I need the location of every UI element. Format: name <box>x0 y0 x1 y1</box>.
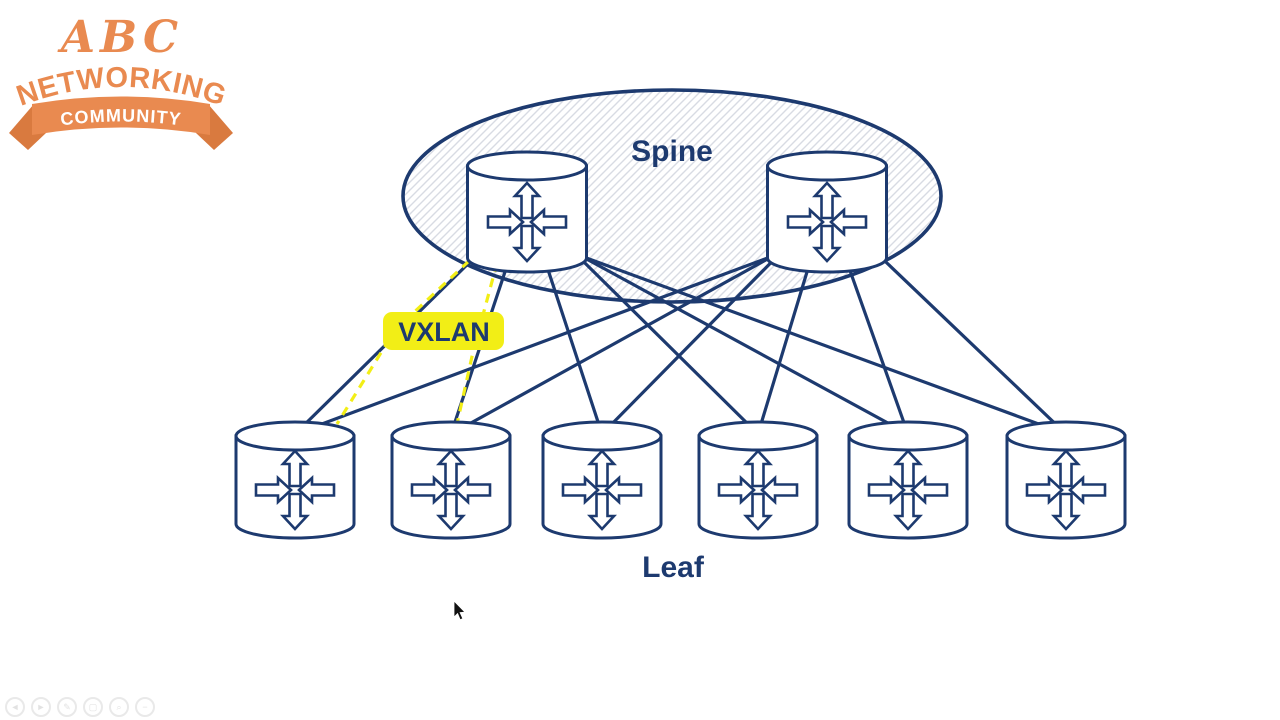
more-icon[interactable]: − <box>135 697 155 717</box>
logo-abc-text: ABC <box>57 12 183 63</box>
link-spine-1-leaf-4 <box>576 254 760 436</box>
vxlan-label: VXLAN <box>398 317 490 347</box>
spine-router-spine-2 <box>766 150 888 274</box>
copy-icon[interactable]: ▢ <box>83 697 103 717</box>
leaf-router-leaf-5 <box>847 420 969 540</box>
link-spine-1-leaf-6 <box>580 254 1067 436</box>
leaf-label: Leaf <box>642 551 705 584</box>
link-spine-2-leaf-3 <box>600 254 779 436</box>
leaf-router-leaf-4 <box>697 420 819 540</box>
leaf-router-leaf-3 <box>541 420 663 540</box>
cylinder-top <box>766 150 888 182</box>
cylinder-top <box>847 420 969 452</box>
cylinder-top <box>234 420 356 452</box>
vxlan-label-background <box>383 312 504 350</box>
zoom-icon[interactable]: ⌕ <box>109 697 129 717</box>
leaf-router-leaf-2 <box>390 420 512 540</box>
cylinder-top <box>466 150 588 182</box>
abc-networking-community-logo: ABC NETWORKING COMMUNITY <box>9 12 233 150</box>
link-spine-1-leaf-3 <box>541 255 604 435</box>
spine-router-spine-1 <box>466 150 588 274</box>
forward-icon[interactable]: ► <box>31 697 51 717</box>
link-spine-2-leaf-5 <box>843 255 910 435</box>
spine-label: Spine <box>631 135 713 168</box>
link-spine-1-leaf-5 <box>580 254 909 436</box>
link-spine-2-leaf-4 <box>756 255 814 435</box>
leaf-router-leaf-6 <box>1005 420 1127 540</box>
cylinder-top <box>390 420 512 452</box>
cylinder-top <box>541 420 663 452</box>
link-spine-2-leaf-1 <box>294 254 774 436</box>
pen-icon[interactable]: ✎ <box>57 697 77 717</box>
svg-text:COMMUNITY: COMMUNITY <box>59 105 182 129</box>
annotation-toolbar: ◄ ► ✎ ▢ ⌕− <box>5 697 155 717</box>
back-icon[interactable]: ◄ <box>5 697 25 717</box>
cylinder-top <box>697 420 819 452</box>
leaf-router-leaf-1 <box>234 420 356 540</box>
ribbon-band-icon <box>32 96 210 135</box>
link-spine-2-leaf-6 <box>878 254 1068 436</box>
logo-community-text: COMMUNITY <box>59 105 181 129</box>
cylinder-top <box>1005 420 1127 452</box>
link-spine-2-leaf-2 <box>450 254 774 436</box>
